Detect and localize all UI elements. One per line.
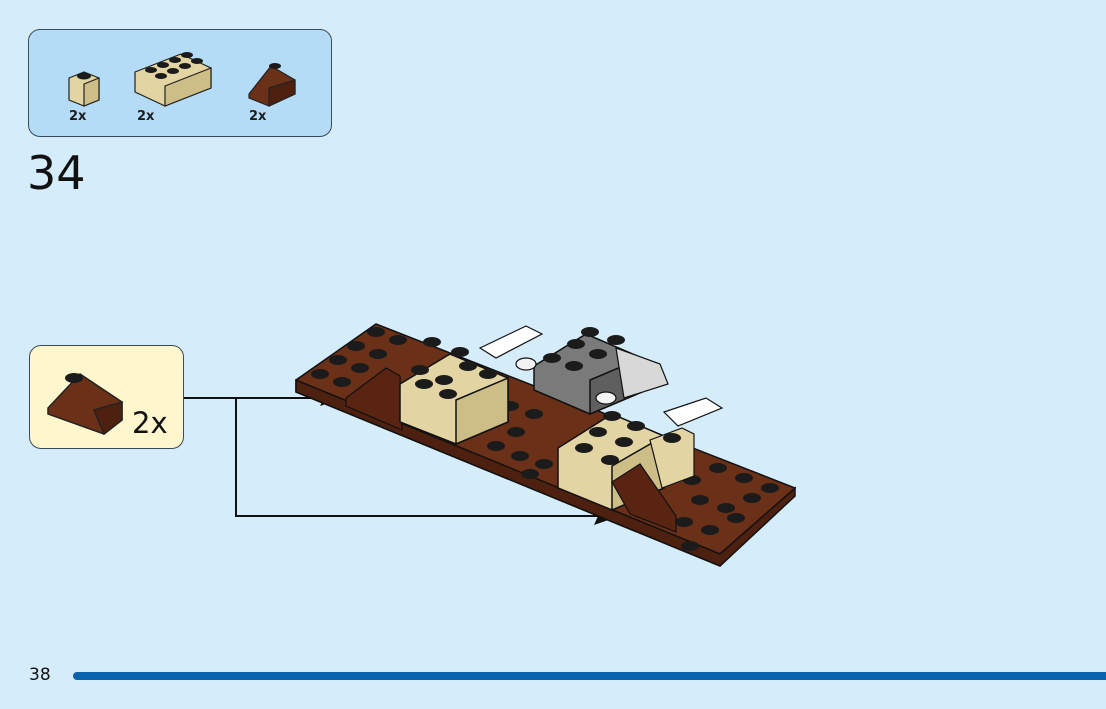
model-illustration bbox=[295, 323, 797, 567]
part-count: 2x bbox=[249, 109, 267, 124]
brown-slope-icon bbox=[47, 373, 123, 436]
part-count: 2x bbox=[69, 109, 87, 124]
tan-2x4-plate-icon bbox=[134, 52, 212, 107]
brown-slope-icon bbox=[248, 63, 296, 107]
sub-assembly-callout: 2x bbox=[29, 345, 184, 449]
part-count: 2x bbox=[137, 109, 155, 124]
parts-list-panel: 2x 2x 2x bbox=[28, 29, 332, 137]
page-number: 38 bbox=[29, 665, 51, 685]
step-number: 34 bbox=[27, 146, 86, 200]
callout-count: 2x bbox=[132, 406, 168, 440]
tan-1x1-brick-icon bbox=[68, 71, 100, 107]
footer-progress-bar bbox=[73, 672, 1106, 680]
